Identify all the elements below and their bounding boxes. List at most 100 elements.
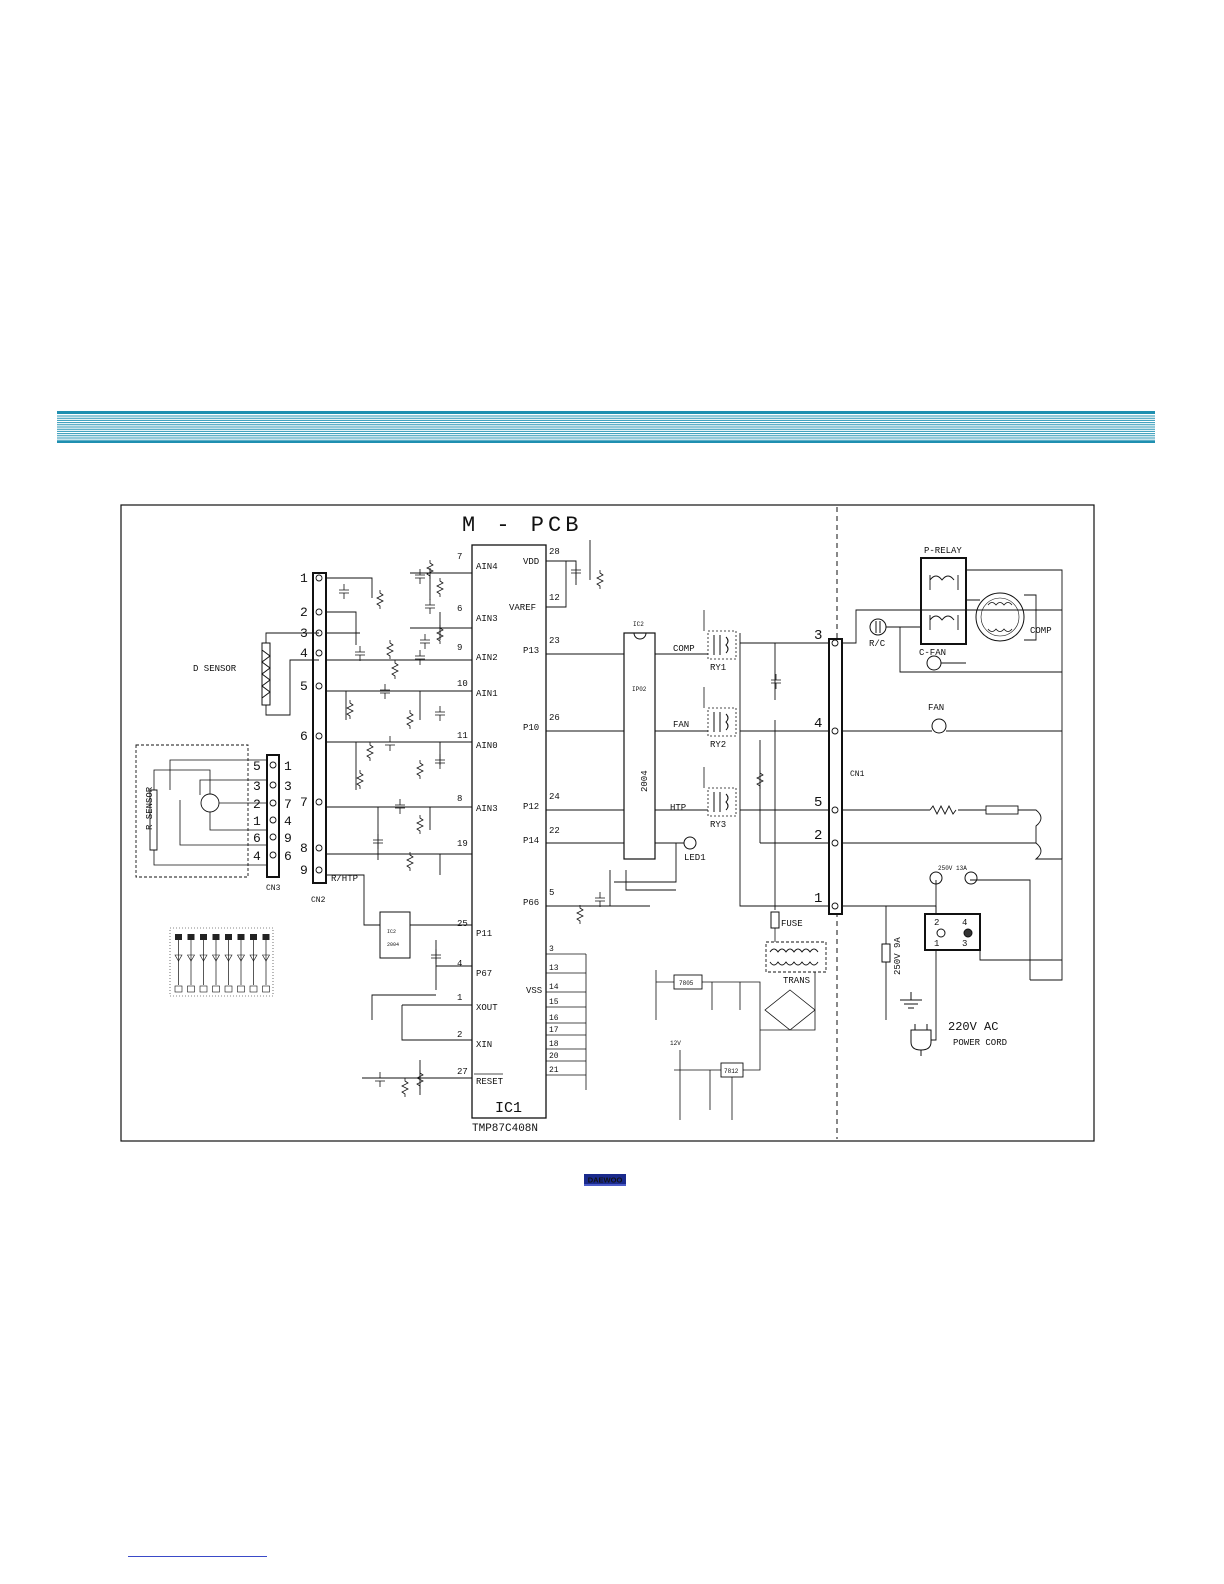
cn3-pin-left-num: 3 [253,779,261,794]
ic2-name: IC2 [633,621,644,628]
diode-array [169,927,274,997]
trans-label: TRANS [783,976,810,986]
relay-label: RY2 [710,740,726,750]
cn3-pin-left-num: 5 [253,759,261,774]
fuse-label: FUSE [781,919,803,929]
ground-icon [900,992,922,1009]
fan-label: FAN [928,703,944,713]
schematic-border [120,504,1095,1142]
section-header-banner [57,411,1155,443]
switch-pin-num: 4 [962,918,967,928]
ic1-pin-num: 26 [549,713,560,723]
ic1-pin-label: P12 [523,802,539,812]
ic1-pin-label: RESET [476,1077,504,1087]
cn2-pin [315,732,323,740]
ic1-pin-num: 23 [549,636,560,646]
ic1-pin-num: 11 [457,731,468,741]
relay-icon [707,787,737,817]
rating-label: 250V 13A [938,865,967,872]
ic1-pin-label: AIN3 [476,614,498,624]
relay-label: RY3 [710,820,726,830]
ic1-pin-num: 5 [549,888,554,898]
ic1-pin-num: 24 [549,792,560,802]
ic2-body [623,632,656,860]
ic1-left-pins: 7AIN46AIN39AIN210AIN111AIN08AIN31925P114… [457,552,504,1087]
cn1-pin-num: 5 [814,795,822,811]
12v-label: 12V [670,1040,681,1047]
cn3-connector [266,754,280,878]
ic1-pin-num: 6 [457,604,462,614]
d-sensor-thermistor [261,642,271,706]
cn1-pin-num: 1 [814,891,822,907]
ic1-pin-num: 19 [457,839,468,849]
ic1-pin-label: P66 [523,898,539,908]
cn1-pin [831,639,839,647]
cn3-pin-right-num: 9 [284,831,292,846]
footer-link-rule [128,1556,267,1557]
rc-label: R/C [869,639,886,649]
cn1-connector [828,638,843,915]
ic1-pin-label: VAREF [509,603,536,613]
ic1-vss-label: VSS [526,986,542,996]
ic1-pin-label: AIN2 [476,653,498,663]
plug-icon [910,1024,932,1056]
ic2-small-part: 2004 [387,942,399,948]
passive-components [339,560,781,1097]
cn2-pin-num: 4 [300,646,308,661]
switch-pin-num: 3 [962,939,967,949]
ic1-pin-num: 22 [549,826,560,836]
cn3-pin [269,799,277,807]
ic1-pin-num: 28 [549,547,560,557]
ic2-small-body [379,911,411,959]
fan-icon [931,718,947,734]
vss-pin-num: 17 [549,1026,559,1035]
cn3-pin-right-num: 6 [284,849,292,864]
ic1-pin-label: AIN4 [476,562,498,572]
ic3-label: 7812 [724,1068,739,1075]
ic5-label: 7805 [679,980,694,987]
zigzag-resistor [985,805,1019,815]
cn2-connector [312,572,327,884]
vss-pin-num: 13 [549,964,559,973]
vss-pin-num: 20 [549,1052,559,1061]
ic1-pin-label: P10 [523,723,539,733]
cn2-pin-num: 7 [300,795,308,810]
cn3-pin [269,781,277,789]
vss-pin-num: 14 [549,983,559,992]
ic1-pin-label: AIN3 [476,804,498,814]
board-title: M - PCB [462,513,582,538]
cn3-pin-left-num: 4 [253,849,261,864]
ic1-name: IC1 [495,1100,522,1117]
relay-icon [707,707,737,737]
p-relay-label: P-RELAY [924,546,962,556]
cn1-pin-num: 4 [814,716,822,732]
switch-pin-num: 1 [934,939,939,949]
cn3-pin-left-num: 6 [253,831,261,846]
ic1-pin-label: P67 [476,969,492,979]
vss-pin-num: 21 [549,1066,559,1075]
cn3-pin [269,851,277,859]
cn2-pin-num: 6 [300,729,308,744]
ic2-small-name: IC2 [387,929,396,935]
cn2-pin-num: 5 [300,679,308,694]
breaker-icon [881,943,891,963]
ic1-pin-num: 25 [457,919,468,929]
ic2-id: IP02 [632,686,647,693]
cn2-pin [315,844,323,852]
vss-pin-num: 15 [549,998,559,1007]
c-fan-label: C-FAN [919,648,946,658]
socket-icon-2 [964,871,978,885]
relay-icon [707,630,737,660]
cn2-pin-num: 8 [300,841,308,856]
ic1-pin-label: P13 [523,646,539,656]
output-fan: FAN [673,720,689,730]
ic1-pin-label: VDD [523,557,539,567]
cn2-pin-num: 3 [300,626,308,641]
cn1-pin [831,727,839,735]
cn3-pin-right-num: 4 [284,814,292,829]
ic1-pin-num: 12 [549,593,560,603]
